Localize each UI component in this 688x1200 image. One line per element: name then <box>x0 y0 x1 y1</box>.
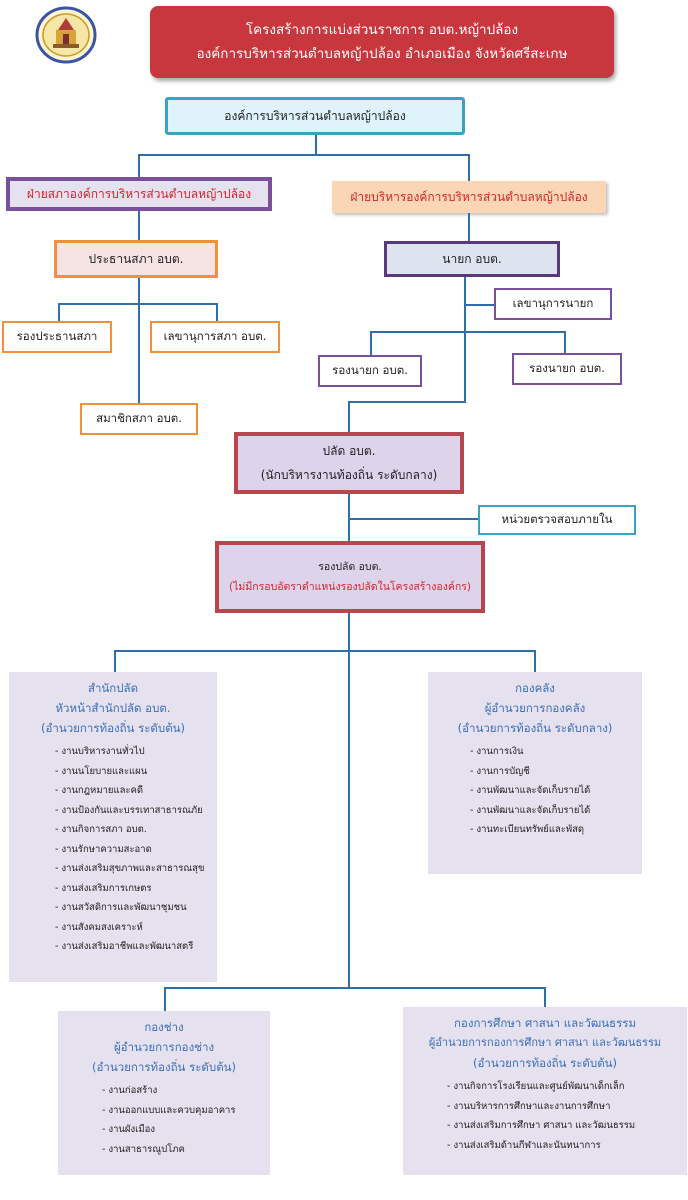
department-finance-panel: กองคลัง ผู้อำนวยการกองคลัง (อำนวยการท้อง… <box>428 672 642 874</box>
department-engineering-panel: กองช่าง ผู้อำนวยการกองช่าง (อำนวยการท้อง… <box>58 1011 270 1175</box>
connector <box>348 518 480 520</box>
list-item: งานออกแบบและควบคุมอาคาร <box>102 1101 270 1121</box>
department-task-list: งานกิจการโรงเรียนและศูนย์พัฒนาเด็กเล็ก ง… <box>403 1077 687 1155</box>
logo <box>26 4 106 66</box>
list-item: งานส่งเสริมการศึกษา ศาสนา และวัฒนธรรม <box>447 1116 687 1136</box>
connector <box>58 303 60 321</box>
deputy-palad-box: รองปลัด อบต. (ไม่มีกรอบอัตราตำแหน่งรองปล… <box>215 541 485 613</box>
connector <box>58 303 218 305</box>
list-item: งานรักษาความสะอาด <box>55 840 217 860</box>
connector <box>138 278 140 404</box>
connector <box>464 331 466 403</box>
connector <box>114 650 536 652</box>
list-item: งานพัฒนาและจัดเก็บรายได้ <box>470 781 642 801</box>
top-organization-box: องค์การบริหารส่วนตำบลหญ้าปล้อง <box>165 97 465 135</box>
header-title-line1: โครงสร้างการแบ่งส่วนราชการ อบต.หญ้าปล้อง <box>245 22 519 38</box>
connector <box>468 154 470 182</box>
department-head: ผู้อำนวยการกองคลัง <box>484 701 586 715</box>
list-item: งานกฎหมายและคดี <box>55 781 217 801</box>
department-task-list: งานบริหารงานทั่วไป งานนโยบายและแผน งานกฎ… <box>9 742 217 957</box>
connector <box>315 135 317 155</box>
department-level: (อำนวยการท้องถิ่น ระดับต้น) <box>91 1060 237 1074</box>
list-item: งานป้องกันและบรรเทาสาธารณภัย <box>55 801 217 821</box>
connector <box>534 650 536 672</box>
list-item: งานส่งเสริมการเกษตร <box>55 879 217 899</box>
connector <box>348 401 466 403</box>
council-member-box: สมาชิกสภา อบต. <box>80 403 198 435</box>
department-head: ผู้อำนวยการกองช่าง <box>113 1040 215 1054</box>
internal-audit-box: หน่วยตรวจสอบภายใน <box>478 505 636 535</box>
department-name: กองคลัง <box>515 681 555 695</box>
connector <box>370 331 372 355</box>
palad-box: ปลัด อบต. (นักบริหารงานท้องถิ่น ระดับกลา… <box>234 432 464 494</box>
department-head: หัวหน้าสำนักปลัด อบต. <box>55 701 171 715</box>
list-item: งานการบัญชี <box>470 762 642 782</box>
executive-side-heading: ฝ่ายบริหารองค์การบริหารส่วนตำบลหญ้าปล้อง <box>332 181 606 213</box>
department-education-panel: กองการศึกษา ศาสนา และวัฒนธรรม ผู้อำนวยกา… <box>403 1007 687 1175</box>
department-level: (อำนวยการท้องถิ่น ระดับต้น) <box>40 721 186 735</box>
department-level: (อำนวยการท้องถิ่น ระดับกลาง) <box>457 721 613 735</box>
list-item: งานการเงิน <box>470 742 642 762</box>
list-item: งานทะเบียนทรัพย์และพัสดุ <box>470 820 642 840</box>
department-name: กองช่าง <box>144 1020 184 1034</box>
department-level: (อำนวยการท้องถิ่น ระดับต้น) <box>472 1056 618 1070</box>
department-office-panel: สำนักปลัด หัวหน้าสำนักปลัด อบต. (อำนวยกา… <box>9 672 217 982</box>
list-item: งานบริหารการศึกษาและงานการศึกษา <box>447 1097 687 1117</box>
council-side-heading: ฝ่ายสภาองค์การบริหารส่วนตำบลหญ้าปล้อง <box>6 177 272 211</box>
connector <box>348 401 350 433</box>
list-item: งานสาธารณูปโภค <box>102 1140 270 1160</box>
mayor-secretary-box: เลขานุการนายก <box>494 288 612 320</box>
connector <box>138 154 140 178</box>
department-name: กองการศึกษา ศาสนา และวัฒนธรรม <box>453 1016 637 1030</box>
connector <box>348 613 350 987</box>
connector <box>164 987 166 1011</box>
header-banner: โครงสร้างการแบ่งส่วนราชการ อบต.หญ้าปล้อง… <box>150 6 614 78</box>
list-item: งานส่งเสริมด้านกีฬาและนันทนาการ <box>447 1136 687 1156</box>
deputy-mayor-right-box: รองนายก อบต. <box>512 353 622 385</box>
connector <box>114 650 116 672</box>
header-title-line2: องค์การบริหารส่วนตำบลหญ้าปล้อง อำเภอเมือ… <box>196 46 568 62</box>
list-item: งานผังเมือง <box>102 1120 270 1140</box>
council-secretary-box: เลขานุการสภา อบต. <box>150 321 280 353</box>
list-item: งานกิจการสภา อบต. <box>55 820 217 840</box>
connector <box>164 987 546 989</box>
connector <box>468 213 470 242</box>
list-item: งานกิจการโรงเรียนและศูนย์พัฒนาเด็กเล็ก <box>447 1077 687 1097</box>
list-item: งานพัฒนาและจัดเก็บรายได้ <box>470 801 642 821</box>
list-item: งานบริหารงานทั่วไป <box>55 742 217 762</box>
vice-chair-box: รองประธานสภา <box>2 321 112 353</box>
department-name: สำนักปลัด <box>87 681 139 695</box>
seal-icon <box>35 6 97 64</box>
council-chair-box: ประธานสภา อบต. <box>54 240 218 278</box>
connector <box>216 303 218 321</box>
connector <box>138 211 140 241</box>
connector <box>464 304 496 306</box>
connector <box>370 331 566 333</box>
connector <box>138 154 470 156</box>
top-organization-label: องค์การบริหารส่วนตำบลหญ้าปล้อง <box>224 108 406 123</box>
list-item: งานสังคมสงเคราะห์ <box>55 918 217 938</box>
deputy-mayor-left-box: รองนายก อบต. <box>318 355 422 387</box>
department-head: ผู้อำนวยการกองการศึกษา ศาสนา และวัฒนธรรม <box>428 1036 662 1049</box>
list-item: งานส่งเสริมอาชีพและพัฒนาสตรี <box>55 937 217 957</box>
list-item: งานสวัสดิการและพัฒนาชุมชน <box>55 898 217 918</box>
mayor-box: นายก อบต. <box>384 241 560 277</box>
list-item: งานนโยบายและแผน <box>55 762 217 782</box>
list-item: งานก่อสร้าง <box>102 1081 270 1101</box>
list-item: งานส่งเสริมสุขภาพและสาธารณสุข <box>55 859 217 879</box>
connector <box>564 331 566 355</box>
connector <box>544 987 546 1007</box>
department-task-list: งานก่อสร้าง งานออกแบบและควบคุมอาคาร งานผ… <box>58 1081 270 1159</box>
department-task-list: งานการเงิน งานการบัญชี งานพัฒนาและจัดเก็… <box>428 742 642 840</box>
